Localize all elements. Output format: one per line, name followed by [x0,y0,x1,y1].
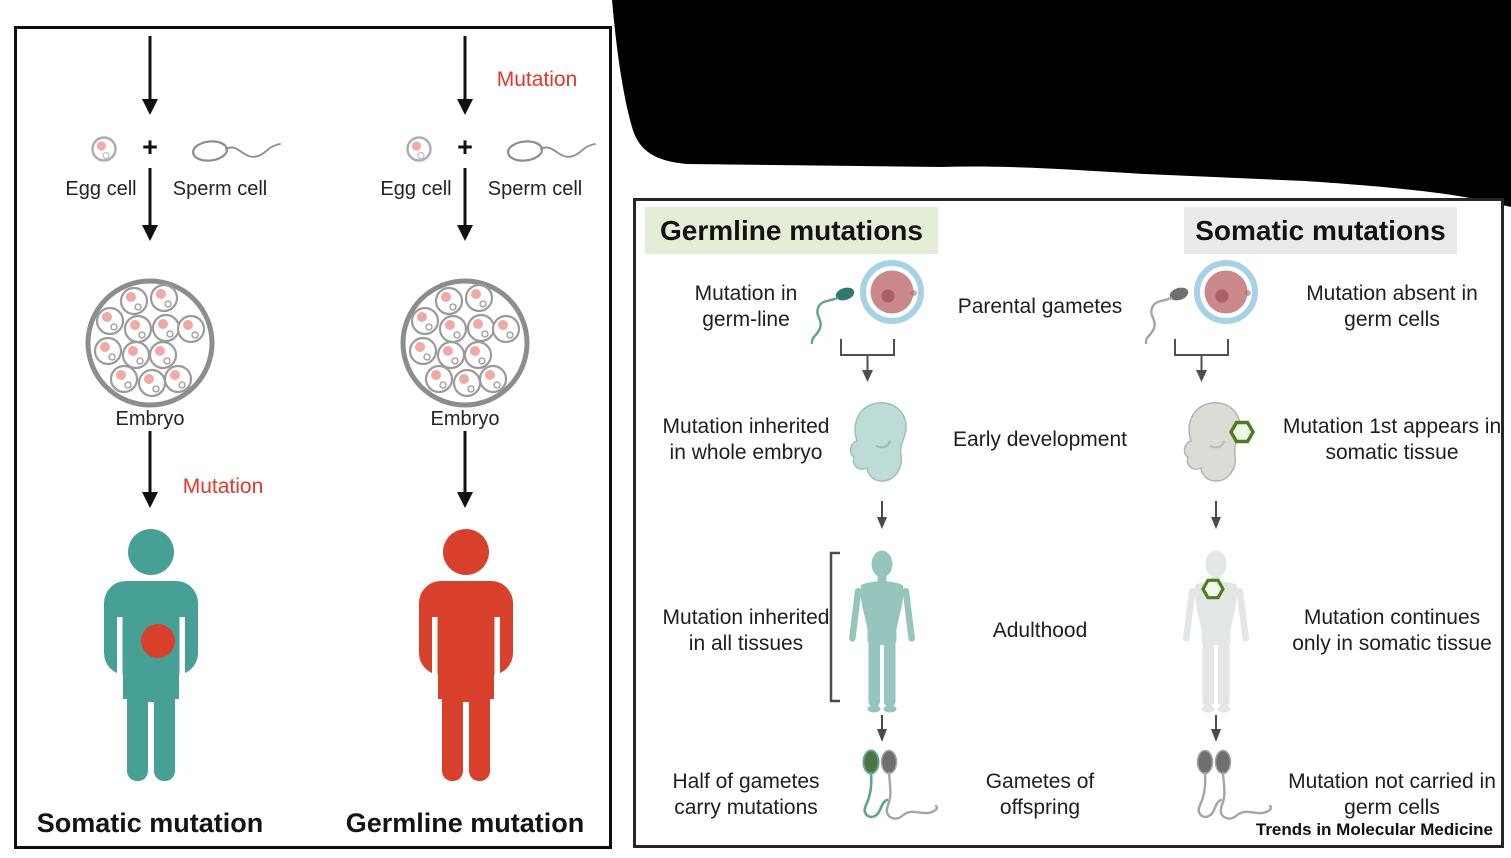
label-line: Mutation 1st appears in [1282,415,1502,438]
label-line: in whole embryo [669,441,823,464]
label-line: Mutation inherited [662,606,830,629]
label-line: Mutation in [694,282,798,305]
label-mutation-absent-germ-cells: Mutation absent in germ cells [1272,281,1511,333]
fertilization-icon-somatic [1144,260,1258,382]
egg-cell-icon [91,136,117,162]
journal-brand-label: Trends in Molecular Medicine [1255,820,1493,839]
left-panel-somatic-vs-germline: + + Mutation Egg cell Sperm cell Egg cel… [14,26,612,849]
sperm-cell-label: Sperm cell [172,178,268,200]
adult-figure-germline [849,550,915,713]
fetus-icon-germline [849,402,907,482]
sperm-cell-icon [191,140,281,162]
label-line: germ cells [1344,308,1440,331]
label-line: germ cells [1344,796,1440,819]
mutation-hexagon-icon [1201,578,1225,600]
right-panel-graphics [810,260,1273,820]
label-line: Half of gametes [672,770,820,793]
plus-sign: + [457,132,473,162]
down-arrow [457,431,473,508]
embryo-label: Embryo [115,408,185,430]
label-mutation-inherited-whole-embryo: Mutation inherited in whole embryo [636,414,856,466]
label-line: Adulthood [992,619,1088,642]
label-line: in all tissues [688,632,804,655]
label-line: Mutation continues [1303,606,1481,629]
label-mutation-continues-somatic: Mutation continues only in somatic tissu… [1272,605,1511,657]
down-arrow [457,36,473,115]
embryo-icon [400,278,530,408]
down-arrow [1211,501,1221,529]
down-arrow [877,501,887,529]
down-arrow [1211,715,1221,742]
label-line: germ-line [702,308,790,331]
sperm-pair-icon-germline [862,749,939,820]
down-arrow [142,431,158,508]
sperm-cell-label: Sperm cell [487,178,583,200]
label-line: offspring [999,796,1081,819]
left-panel-graphics [85,36,596,781]
adult-figure-somatic [1183,550,1249,713]
embryo-label: Embryo [430,408,500,430]
label-line: Mutation inherited [662,415,830,438]
label-parental-gametes: Parental gametes [930,294,1150,320]
label-gametes-of-offspring: Gametes of offspring [930,769,1150,821]
label-half-gametes-carry-mutations: Half of gametes carry mutations [636,769,856,821]
label-mutation-in-germline: Mutation in germ-line [636,281,856,333]
fetus-icon-somatic [1183,402,1255,482]
sperm-cell-icon [506,140,596,162]
down-arrow [142,168,158,241]
person-figure-somatic [104,529,198,781]
egg-cell-label: Egg cell [65,178,137,200]
somatic-mutation-title: Somatic mutation [36,808,264,838]
label-line: somatic tissue [1325,441,1459,464]
label-line: Mutation absent in [1306,282,1478,305]
label-line: only in somatic tissue [1292,632,1492,655]
down-arrow [877,715,887,742]
label-line: Parental gametes [957,295,1123,318]
label-line: Early development [953,428,1127,451]
plus-sign: + [142,132,158,162]
label-early-development: Early development [930,427,1150,453]
mutation-spot [141,624,175,658]
germline-mutations-header: Germline mutations [645,207,938,254]
mutation-label-germline-top: Mutation [496,68,578,91]
down-arrow [142,36,158,115]
bracket-connector [840,339,895,382]
embryo-icon [85,278,215,408]
right-panel-germline-vs-somatic: Germline mutations Somatic mutations [633,198,1504,848]
egg-cell-icon [406,136,432,162]
person-figure-germline [419,529,513,781]
label-line: Gametes of [985,770,1095,793]
label-mutation-first-appears-somatic: Mutation 1st appears in somatic tissue [1272,414,1511,466]
somatic-mutations-header: Somatic mutations [1184,207,1457,254]
label-mutation-inherited-all-tissues: Mutation inherited in all tissues [636,605,856,657]
mutation-label-somatic-mid: Mutation [182,475,264,498]
square-bracket [829,551,840,703]
label-mutation-not-carried-germ-cells: Mutation not carried in germ cells [1272,769,1511,821]
bracket-connector [1174,339,1229,382]
sperm-pair-icon-somatic [1196,749,1273,820]
egg-cell-label: Egg cell [380,178,452,200]
germline-mutation-title: Germline mutation [345,808,585,838]
fertilization-icon-germline [810,260,924,382]
mutation-hexagon-icon [1229,420,1255,444]
label-adulthood: Adulthood [930,618,1150,644]
label-line: carry mutations [674,796,818,819]
label-line: Mutation not carried in [1288,770,1496,793]
down-arrow [457,168,473,241]
